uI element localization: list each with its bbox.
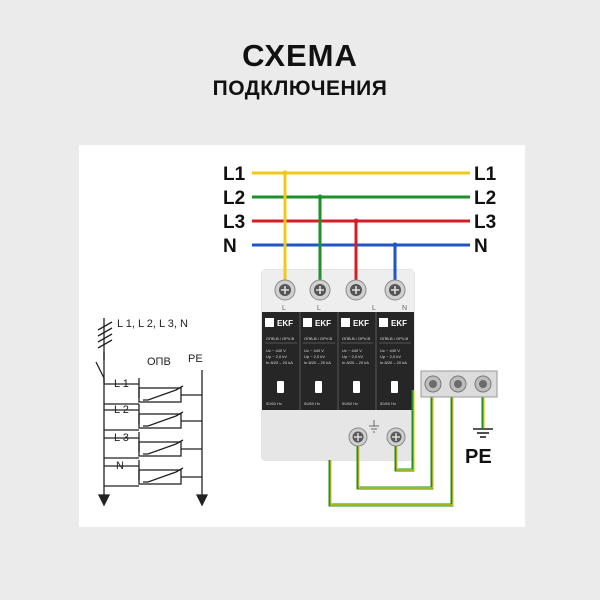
status-indicator-2 <box>315 381 322 393</box>
module-label-1: ОПВ-В / ОPV-B <box>266 336 295 341</box>
status-indicator-4 <box>391 381 398 393</box>
spd-module-1: EKF ОПВ-В / ОPV-B Uc ~ 440 VUp ~ 2,0 kVIn … <box>265 318 297 406</box>
earth-icon <box>473 428 493 438</box>
schematic-row-label-l1: L 1 <box>114 378 129 390</box>
top-screw-terminals <box>274 279 406 301</box>
module-spec-3-1: Uc ~ 440 V <box>342 348 362 353</box>
label-right-l1: L1 <box>474 164 497 185</box>
status-indicator-3 <box>353 381 360 393</box>
label-left-l1: L1 <box>223 164 246 185</box>
pe-terminal-block <box>420 370 498 398</box>
module-freq-2: 50/60 Hz <box>304 401 320 406</box>
top-screw-4 <box>384 279 406 301</box>
schematic-row-label-l2: L 2 <box>114 404 129 416</box>
module-spec-4-2: Up ~ 2,0 kV <box>380 354 401 359</box>
diagram-title: СХЕМА <box>242 38 358 73</box>
module-label-3: ОПВ-В / ОPV-B <box>342 336 371 341</box>
label-left-n: N <box>223 236 237 257</box>
bus-arrow-icon <box>97 494 111 507</box>
schematic-row-4 <box>104 460 202 487</box>
pe-label: PE <box>465 446 492 468</box>
label-right-n: N <box>474 236 488 257</box>
single-line-schematic <box>95 318 209 507</box>
top-screw-3 <box>345 279 367 301</box>
brand-logo-2: EKF <box>315 319 331 328</box>
module-freq-4: 50/60 Hz <box>380 401 396 406</box>
module-spec-1-3: In 8/20 – 20 kA <box>266 360 293 365</box>
module-spec-1-1: Uc ~ 440 V <box>266 348 286 353</box>
module-spec-3-3: In 8/20 – 20 kA <box>342 360 369 365</box>
pe-wires <box>328 390 485 507</box>
spd-module-4: EKF ОПВ-В / ОPV-B Uc ~ 440 VUp ~ 2,0 kVIn … <box>379 318 411 406</box>
module-spec-4-3: In 8/20 – 20 kA <box>380 360 407 365</box>
terminal-label-2: L <box>317 305 321 312</box>
label-right-l3: L3 <box>474 212 496 233</box>
diagram-subtitle: ПОДКЛЮЧЕНИЯ <box>212 77 388 100</box>
schematic-row-label-l3: L 3 <box>114 432 129 444</box>
label-right-l2: L2 <box>474 188 496 209</box>
module-spec-2-1: Uc ~ 440 V <box>304 348 324 353</box>
terminal-label-4: N <box>402 305 407 312</box>
schematic-row-3 <box>104 432 202 459</box>
terminal-label-3: L <box>372 305 376 312</box>
module-spec-4-1: Uc ~ 440 V <box>380 348 400 353</box>
brand-logo-4: EKF <box>391 319 407 328</box>
module-spec-3-2: Up ~ 2,0 kV <box>342 354 363 359</box>
top-screw-2 <box>309 279 331 301</box>
module-freq-3: 50/60 Hz <box>342 401 358 406</box>
schematic-bus-label: L 1, L 2, L 3, N <box>117 318 188 330</box>
schematic-row-1 <box>104 378 202 405</box>
schematic-row-label-n: N <box>116 460 124 472</box>
label-left-l3: L3 <box>223 212 245 233</box>
schematic-device-label: ОПВ <box>147 356 171 368</box>
module-label-4: ОПВ-В / ОPV-B <box>380 336 409 341</box>
ground-symbol-icon <box>369 420 379 433</box>
module-freq-1: 50/60 Hz <box>266 401 282 406</box>
status-indicator-1 <box>277 381 284 393</box>
brand-logo-1: EKF <box>277 319 293 328</box>
label-left-l2: L2 <box>223 188 245 209</box>
module-spec-2-2: Up ~ 2,0 kV <box>304 354 325 359</box>
spd-module-3: EKF ОПВ-В / ОPV-B Uc ~ 440 VUp ~ 2,0 kVIn … <box>341 318 373 406</box>
schematic-row-2 <box>104 404 202 431</box>
top-screw-1 <box>274 279 296 301</box>
brand-logo-3: EKF <box>353 319 369 328</box>
module-spec-2-3: In 8/20 – 20 kA <box>304 360 331 365</box>
module-spec-1-2: Up ~ 2,0 kV <box>266 354 287 359</box>
terminal-label-1: L <box>282 305 286 312</box>
bottom-pe-terminals <box>348 420 406 447</box>
module-label-2: ОПВ-В / ОPV-B <box>304 336 333 341</box>
spd-module-2: EKF ОПВ-В / ОPV-B Uc ~ 440 VUp ~ 2,0 kVIn … <box>303 318 335 406</box>
schematic-pe-label: PE <box>188 353 203 365</box>
